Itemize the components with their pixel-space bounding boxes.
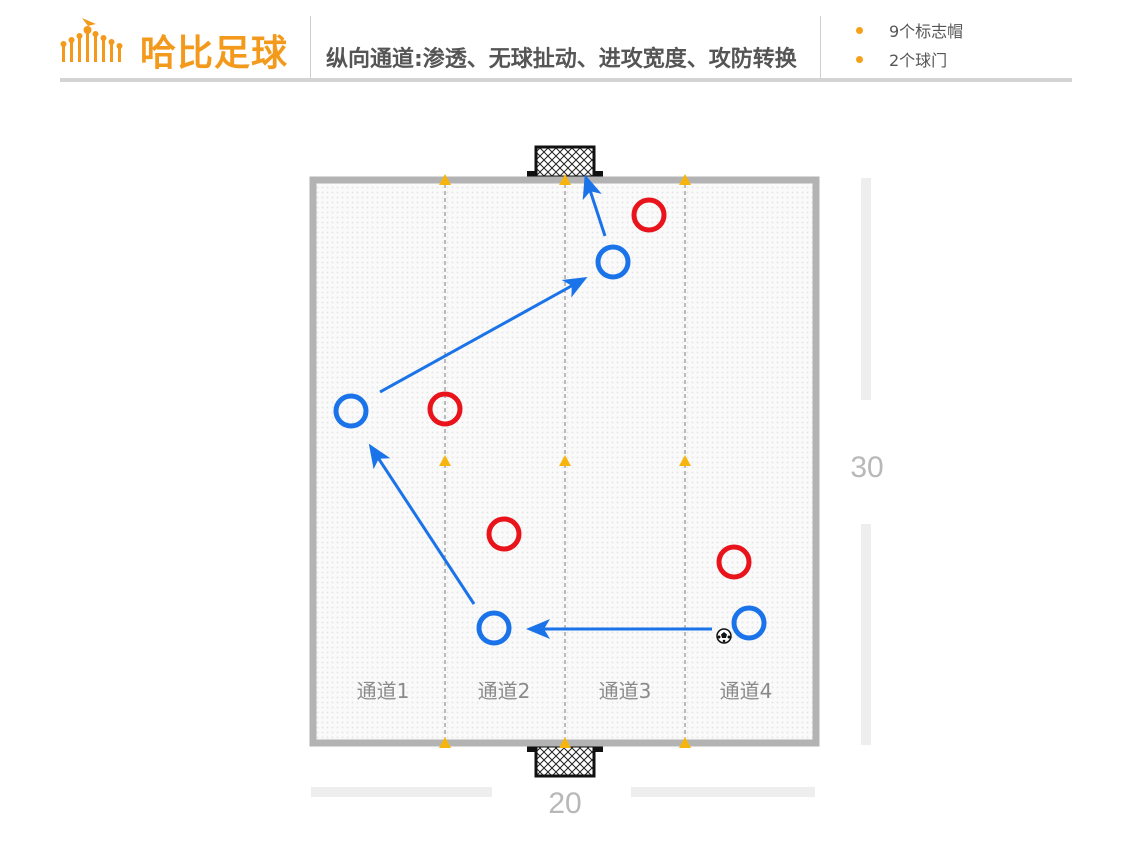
attacker-marker [333, 393, 369, 429]
lane-label: 通道4 [720, 679, 773, 703]
width-dimension [311, 787, 815, 797]
defenders [427, 197, 752, 580]
cone-icon [439, 174, 451, 185]
cones [439, 174, 691, 748]
bullet-dot-icon [856, 56, 863, 63]
defender-marker [427, 391, 463, 427]
cone-icon [559, 174, 571, 185]
brand-logo[interactable]: 哈比足球 [58, 14, 298, 74]
pass-arrow [379, 277, 588, 394]
pass-arrow [368, 443, 476, 605]
length-label: 30 [850, 451, 883, 484]
top-goal [527, 145, 603, 179]
logo-figures-icon [60, 18, 123, 62]
lane-label: 通道3 [599, 679, 652, 703]
pass-arrows [368, 174, 712, 639]
attacker-marker [731, 605, 767, 641]
attacker-marker [595, 244, 631, 280]
cone-icon [439, 737, 451, 748]
ball-icon [716, 628, 732, 644]
cone-icon [559, 737, 571, 748]
defender-marker [486, 516, 522, 552]
lane-label: 通道2 [478, 679, 531, 703]
header: 哈比足球 纵向通道:渗透、无球扯动、进攻宽度、攻防转换 9个标志帽 2个球门 [0, 0, 1130, 86]
bullet-dot-icon [856, 27, 863, 34]
brand-name: 哈比足球 [140, 33, 289, 74]
width-label: 20 [548, 787, 581, 820]
defender-marker [631, 197, 667, 233]
defender-marker [716, 544, 752, 580]
shot-arrow [582, 174, 607, 237]
attacker-marker [476, 610, 512, 646]
attackers [333, 244, 767, 646]
cone-icon [439, 455, 451, 466]
cone-icon [559, 455, 571, 466]
cone-icon [679, 174, 691, 185]
header-underline [60, 78, 1072, 82]
lane-dividers [444, 184, 686, 740]
page-title: 纵向通道:渗透、无球扯动、进攻宽度、攻防转换 [326, 47, 797, 72]
header-divider [310, 16, 311, 78]
bottom-goal [527, 744, 603, 778]
cone-icon [679, 455, 691, 466]
header-divider [820, 16, 821, 78]
cone-icon [679, 737, 691, 748]
length-dimension [861, 178, 871, 745]
lane-label: 通道1 [357, 679, 410, 703]
